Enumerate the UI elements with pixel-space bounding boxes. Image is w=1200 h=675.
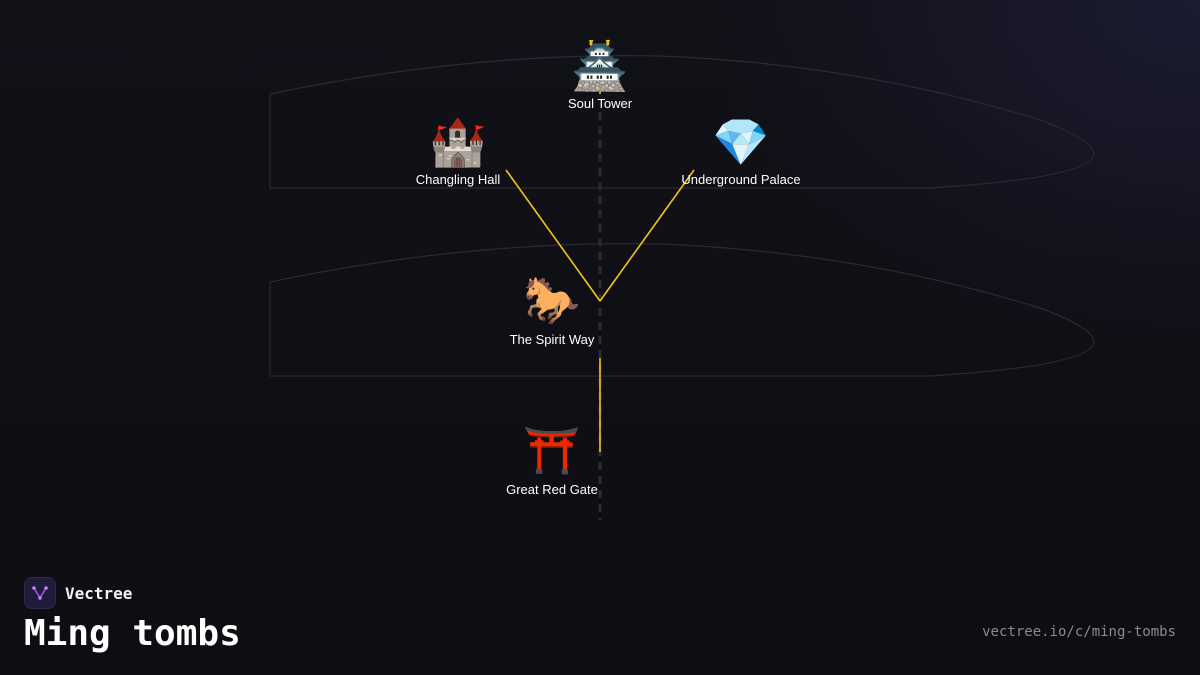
brand[interactable]: Vectree	[24, 577, 132, 609]
horse-icon: 🐎	[523, 273, 580, 327]
node-label: Soul Tower	[568, 96, 633, 111]
node-soul-tower[interactable]: 🏯 Soul Tower	[568, 38, 633, 111]
node-underground-palace[interactable]: 💎 Underground Palace	[681, 115, 800, 187]
page-title: Ming tombs	[24, 613, 241, 654]
node-label: The Spirit Way	[510, 332, 595, 347]
edge-spirit-way-underground-palace	[599, 169, 695, 302]
band-lower	[269, 243, 1095, 377]
node-great-red-gate[interactable]: ⛩️ Great Red Gate	[506, 423, 598, 497]
castle-icon: 🏯	[571, 38, 628, 94]
band-upper	[269, 55, 1095, 189]
torii-gate-icon: ⛩️	[523, 423, 580, 477]
node-changling-hall[interactable]: 🏰 Changling Hall	[416, 115, 501, 187]
edge-spirit-way-changling-hall	[505, 169, 601, 302]
gem-icon: 💎	[712, 115, 769, 169]
node-spirit-way[interactable]: 🐎 The Spirit Way	[510, 273, 595, 347]
node-label: Underground Palace	[681, 172, 800, 187]
european-castle-icon: 🏰	[429, 115, 486, 169]
node-label: Changling Hall	[416, 172, 501, 187]
brand-name: Vectree	[65, 583, 133, 603]
page-url[interactable]: vectree.io/c/ming-tombs	[982, 624, 1176, 640]
vectree-logo-icon	[24, 577, 56, 609]
node-label: Great Red Gate	[506, 482, 598, 497]
